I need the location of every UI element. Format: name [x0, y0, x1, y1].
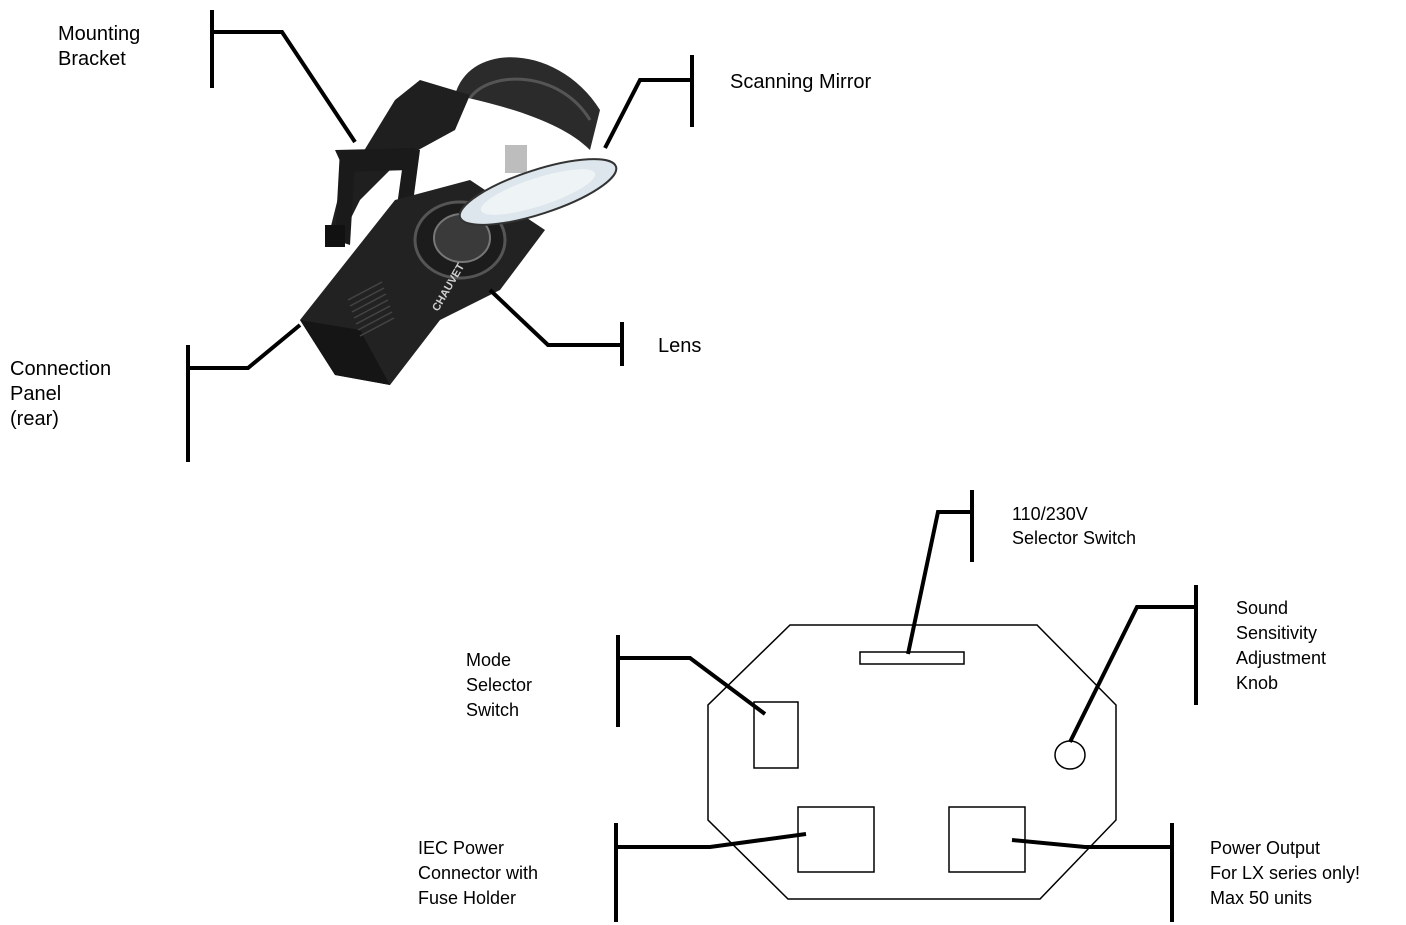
label-sound-sensitivity: Sound Sensitivity Adjustment Knob [1236, 598, 1327, 693]
connection-panel-outline [707, 624, 1117, 900]
sound-sensitivity-knob [1054, 740, 1086, 770]
leader-lines-bottom [614, 490, 1198, 922]
label-lens: Lens [658, 335, 702, 357]
label-iec-power: IEC Power Connector with Fuse Holder [418, 838, 539, 908]
fixture-illustration: CHAUVET [300, 57, 618, 385]
label-voltage-selector: 110/230V Selector Switch [1012, 504, 1137, 548]
label-mounting-bracket: Mounting Bracket [58, 23, 141, 70]
voltage-selector-switch [859, 651, 965, 665]
leader-lines-top [186, 10, 694, 462]
mode-selector-switch [753, 701, 799, 769]
iec-power-connector [797, 806, 875, 873]
label-scanning-mirror: Scanning Mirror [730, 71, 872, 93]
label-mode-selector: Mode Selector Switch [466, 650, 533, 720]
label-connection-panel: Connection Panel (rear) [10, 358, 112, 430]
label-power-output: Power Output For LX series only! Max 50 … [1210, 838, 1361, 908]
